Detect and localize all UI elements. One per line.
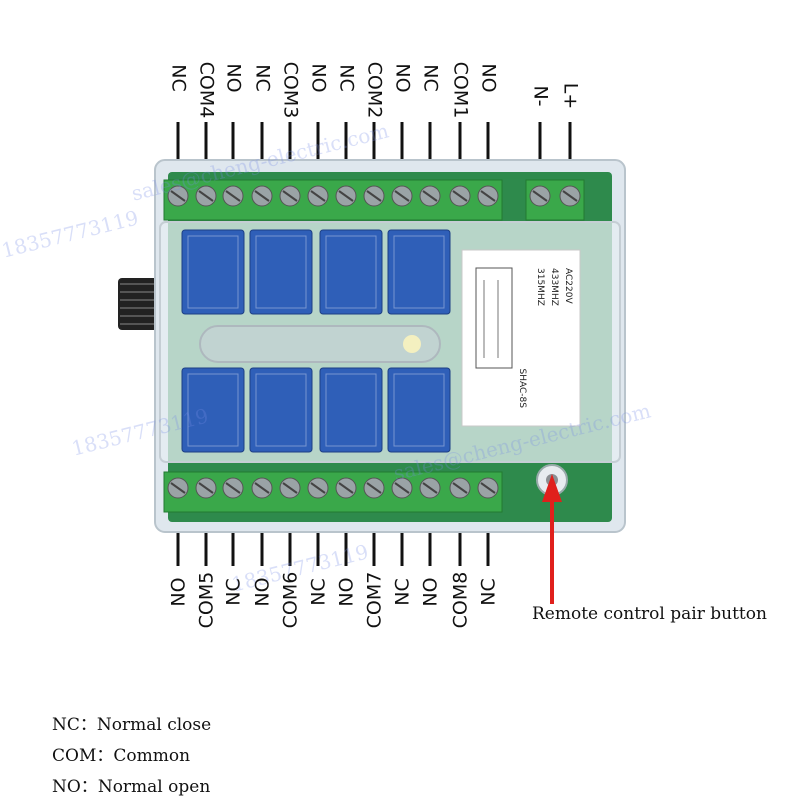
bottom-pin-label: COM7 <box>362 571 385 629</box>
bottom-pin-label: NC <box>477 578 500 606</box>
relays-bot <box>181 367 451 453</box>
top-pin-label: NC <box>167 64 190 92</box>
power-pin-label: N- <box>529 85 552 107</box>
bottom-pin-label: NO <box>167 577 190 607</box>
top-pin-label: COM3 <box>278 61 301 119</box>
power-pin-label: L+ <box>558 82 581 110</box>
relay <box>181 229 245 315</box>
label-voltage: AC220V <box>563 268 573 304</box>
legend-nc-meaning: Normal close <box>96 715 212 735</box>
bottom-pin-label: COM5 <box>194 571 217 629</box>
relays-top <box>181 229 451 315</box>
top-pin-label: NO <box>222 63 245 93</box>
antenna-coil <box>118 278 158 330</box>
relay <box>387 229 451 315</box>
bottom-pin-label: NC <box>391 578 414 606</box>
terminal-block-bottom <box>163 471 503 513</box>
terminal-block-top <box>163 179 585 221</box>
legend-com-meaning: Common <box>113 746 191 766</box>
relay <box>249 229 313 315</box>
top-pin-label: NO <box>477 63 500 93</box>
relay <box>181 367 245 453</box>
bottom-pin-label: COM6 <box>278 571 301 629</box>
top-pin-label: NC <box>335 64 358 92</box>
top-pin-label: NO <box>307 63 330 93</box>
legend-nc: NC：Normal close <box>52 710 211 735</box>
bottom-pin-label: NO <box>419 577 442 607</box>
relay <box>319 229 383 315</box>
indicator-window <box>199 325 441 363</box>
legend-no-meaning: Normal open <box>97 777 211 797</box>
label-freq-a: 315MHZ <box>535 268 545 306</box>
top-pin-label: NC <box>419 64 442 92</box>
top-pin-label: COM1 <box>448 61 471 119</box>
legend-no-abbr: NO： <box>52 777 98 797</box>
label-model: SHAC-8S <box>517 369 527 409</box>
product-label <box>461 249 581 427</box>
pair-button-annotation: Remote control pair button <box>532 604 767 624</box>
bottom-pin-label: NO <box>251 577 274 607</box>
annotation-arrow <box>542 474 562 604</box>
relay <box>387 367 451 453</box>
legend-nc-abbr: NC： <box>52 715 97 735</box>
bottom-pin-label: NO <box>335 577 358 607</box>
relay <box>249 367 313 453</box>
relay <box>319 367 383 453</box>
legend-com: COM：Common <box>52 741 190 766</box>
top-pin-label: COM4 <box>194 61 217 119</box>
top-pin-label: NC <box>251 64 274 92</box>
bottom-pin-label: NC <box>222 578 245 606</box>
top-pin-label: NO <box>391 63 414 93</box>
bottom-pin-label: COM8 <box>448 571 471 629</box>
bottom-pin-label: NC <box>307 578 330 606</box>
legend-com-abbr: COM： <box>52 746 114 766</box>
top-pin-label: COM2 <box>362 61 385 119</box>
label-freq-b: 433MHZ <box>549 268 559 306</box>
legend-no: NO：Normal open <box>52 772 210 797</box>
